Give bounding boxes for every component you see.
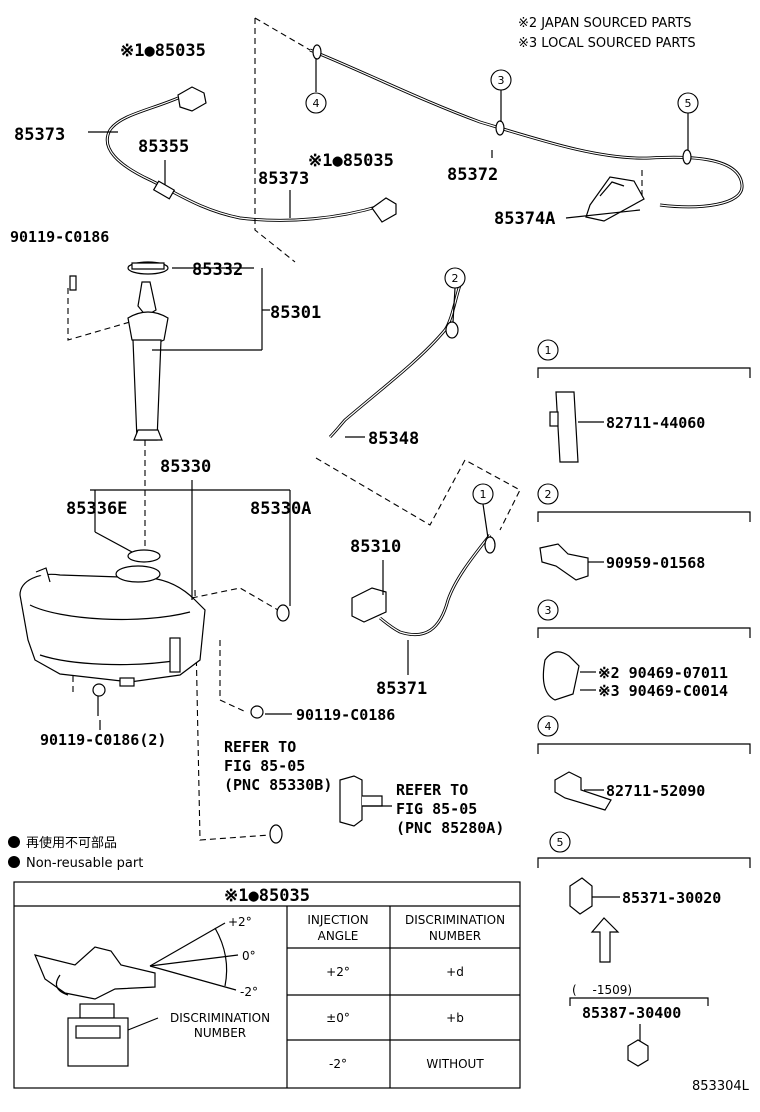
label-85355: 85355 [138,137,189,157]
side-panel-2: 2 90959-01568 [537,483,751,581]
header-injection: INJECTION [307,913,368,927]
row3-number: WITHOUT [426,1057,484,1071]
header-discrimination: DISCRIMINATION [405,913,505,927]
label-85372: 85372 [447,165,498,185]
note-japan-sourced: ※2 JAPAN SOURCED PARTS [518,16,692,31]
legend-dot-en [8,856,20,868]
side-part-82711-52090: 82711-52090 [606,782,705,800]
side-part-85371-30020: 85371-30020 [622,889,721,907]
hose-assembly [105,44,744,637]
arrow-icon [590,917,620,963]
refer-85280A-line3: (PNC 85280A) [396,819,504,837]
callout-4: 4 [305,58,327,114]
row3-angle: -2° [329,1057,347,1071]
row1-number: +d [446,965,464,979]
row2-number: +b [446,1011,464,1025]
legend-dot-jp [8,836,20,848]
svg-text:4: 4 [313,97,320,110]
label-85373-mid: 85373 [258,169,309,189]
label-85330: 85330 [160,457,211,477]
sub-part-85387-30400: 85387-30400 [582,1004,681,1022]
header-angle: ANGLE [318,929,359,943]
leader-lines [88,131,641,807]
label-90119-C0186-2: 90119-C0186(2) [40,731,166,749]
side-part-90469-C0014: ※3 90469-C0014 [598,682,728,700]
figure-id: 853304L [692,1079,750,1094]
row1-angle: +2° [326,965,350,979]
table-title: ※1●85035 [224,886,310,906]
callout-5: 5 [677,92,699,150]
pump-85310 [351,587,387,623]
label-90119-C0186-top: 90119-C0186 [10,228,109,246]
label-85373-left: 85373 [14,125,65,145]
label-85332: 85332 [192,260,243,280]
svg-text:2: 2 [545,488,552,501]
refer-85280A-line2: FIG 85-05 [396,800,477,818]
disc-label-1: DISCRIMINATION [170,1011,270,1025]
angle-0: 0° [242,949,256,963]
refer-85330B-line1: REFER TO [224,738,296,756]
svg-text:4: 4 [545,720,552,733]
svg-text:5: 5 [685,97,692,110]
refer-85280A-line1: REFER TO [396,781,468,799]
label-85330A: 85330A [250,499,311,519]
svg-text:3: 3 [498,74,505,87]
side-panel-5: 5 85371-30020 ( -1509) 85387-30400 [537,831,751,1067]
filler-pipe-85301 [127,261,169,441]
label-85371: 85371 [376,679,427,699]
side-panel-1: 1 82711-44060 [537,339,751,463]
refer-85330B-line3: (PNC 85330B) [224,776,332,794]
callout-2: 2 [444,267,466,323]
side-part-82711-44060: 82711-44060 [606,414,705,432]
svg-text:2: 2 [452,272,459,285]
row2-angle: ±0° [326,1011,350,1025]
refer-85330B-line2: FIG 85-05 [224,757,305,775]
injection-angle-table: ※1●85035 INJECTION ANGLE DISCRIMINATION … [13,881,521,1089]
angle-minus2: -2° [240,985,258,999]
callout-1: 1 [472,483,494,539]
label-85035-top: ※1●85035 [120,41,206,61]
disc-label-2: NUMBER [194,1026,246,1040]
sub-part-range: ( -1509) [572,983,632,997]
note-local-sourced: ※3 LOCAL SOURCED PARTS [518,36,696,51]
svg-text:1: 1 [480,488,487,501]
svg-text:1: 1 [545,344,552,357]
side-part-90959-01568: 90959-01568 [606,554,705,572]
label-85301: 85301 [270,303,321,323]
grommet-85330A [276,604,290,622]
pump-85280A [339,775,363,827]
angle-plus2: +2° [228,915,252,929]
side-panel-3: 3 ※2 90469-07011 ※3 90469-C0014 [537,599,751,701]
legend-jp: 再使用不可部品 [26,835,117,851]
label-85374A: 85374A [494,209,555,229]
label-85348: 85348 [368,429,419,449]
legend-en: Non-reusable part [26,856,143,871]
label-90119-C0186-bottom: 90119-C0186 [296,706,395,724]
side-part-90469-07011: ※2 90469-07011 [598,664,728,682]
svg-text:5: 5 [557,836,564,849]
callout-3: 3 [490,69,512,122]
label-85336E: 85336E [66,499,127,519]
label-85310: 85310 [350,537,401,557]
label-85035-mid: ※1●85035 [308,151,394,171]
svg-text:3: 3 [545,604,552,617]
washer-tank-85330 [19,549,206,687]
header-number: NUMBER [429,929,481,943]
side-panel-4: 4 82711-52090 [537,715,751,811]
